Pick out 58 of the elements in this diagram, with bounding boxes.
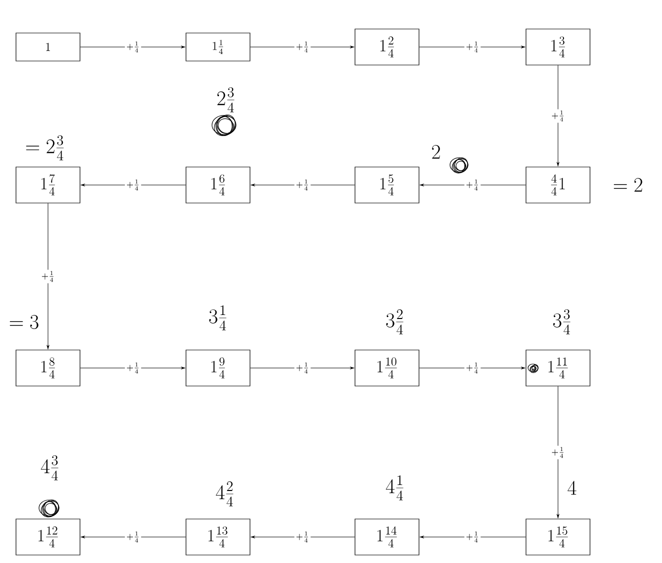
edge-label: $+\frac{1}{4}$ xyxy=(124,40,142,54)
number-box: $1\frac{12}{4}$ xyxy=(16,518,80,556)
edge-label: $+\frac{1}{4}$ xyxy=(464,361,481,375)
arrow xyxy=(419,46,526,48)
arrow xyxy=(419,366,526,370)
arrow xyxy=(556,386,560,518)
handwritten-answer: $2\frac{3}{4}$ xyxy=(216,86,236,114)
arrow xyxy=(420,536,526,538)
edge-label: $+\frac{1}{4}$ xyxy=(294,178,311,192)
handwritten-answer: $=3$ xyxy=(8,314,40,330)
number-box: $1\frac{5}{4}$ xyxy=(354,166,420,204)
number-box: $1\frac{1}{4}$ xyxy=(186,32,250,62)
number-box: $1\frac{11}{4}$ xyxy=(526,350,590,386)
number-box: $\frac{4}{4}1$ xyxy=(526,166,590,204)
arrow xyxy=(250,536,355,538)
arrow xyxy=(556,65,560,166)
handwritten-answer: $3\frac{3}{4}$ xyxy=(552,308,572,336)
handwritten-answer: $=2\frac{3}{4}$ xyxy=(24,134,66,162)
edge-label: $+\frac{1}{4}$ xyxy=(294,530,311,544)
number-box: $1\frac{10}{4}$ xyxy=(354,350,420,386)
number-box: $1\frac{9}{4}$ xyxy=(186,350,250,386)
edge-label: $+\frac{1}{4}$ xyxy=(124,178,142,192)
edge-label: $+\frac{1}{4}$ xyxy=(550,109,566,123)
edge-label: $+\frac{1}{4}$ xyxy=(124,361,142,375)
number-box: $1\frac{15}{4}$ xyxy=(526,518,590,556)
number-box: $1\frac{13}{4}$ xyxy=(186,518,250,556)
arrow xyxy=(80,46,186,48)
number-box: $1\frac{8}{4}$ xyxy=(16,350,80,386)
edge-label: $+\frac{1}{4}$ xyxy=(464,178,481,192)
arrow xyxy=(250,366,354,370)
handwritten-answer: $=2$ xyxy=(612,177,644,193)
handwritten-answer: $3\frac{2}{4}$ xyxy=(384,308,406,336)
number-box: $1\frac{2}{4}$ xyxy=(354,28,420,66)
number-box: $1\frac{3}{4}$ xyxy=(526,28,590,66)
edge-label: $+\frac{1}{4}$ xyxy=(124,530,142,544)
arrow xyxy=(80,536,186,538)
arrow xyxy=(250,46,354,48)
handwritten-answer: $4\frac{3}{4}$ xyxy=(40,454,60,482)
handwritten-answer: $4$ xyxy=(566,480,578,496)
handwritten-answer: $4\frac{1}{4}$ xyxy=(384,474,406,502)
edge-label: $+\frac{1}{4}$ xyxy=(550,446,566,460)
edge-label: $+\frac{1}{4}$ xyxy=(464,530,481,544)
arrow xyxy=(420,184,526,186)
arrow xyxy=(46,203,50,350)
edge-label: $+\frac{1}{4}$ xyxy=(464,40,481,54)
arrow xyxy=(250,184,355,186)
handwritten-answer: $4\frac{2}{4}$ xyxy=(214,480,236,508)
arrow xyxy=(80,366,186,370)
handwritten-answer: $3\frac{1}{4}$ xyxy=(208,304,228,332)
edge-label: $+\frac{1}{4}$ xyxy=(294,40,311,54)
number-box: $1$ xyxy=(16,32,80,62)
handwritten-answer: $2$ xyxy=(430,144,442,160)
number-box: $1\frac{6}{4}$ xyxy=(186,166,250,204)
number-box: $1\frac{7}{4}$ xyxy=(16,166,80,204)
arrow xyxy=(80,184,186,186)
edge-label: $+\frac{1}{4}$ xyxy=(294,361,311,375)
edge-label: $+\frac{1}{4}$ xyxy=(40,270,56,284)
number-box: $1\frac{14}{4}$ xyxy=(354,518,420,556)
